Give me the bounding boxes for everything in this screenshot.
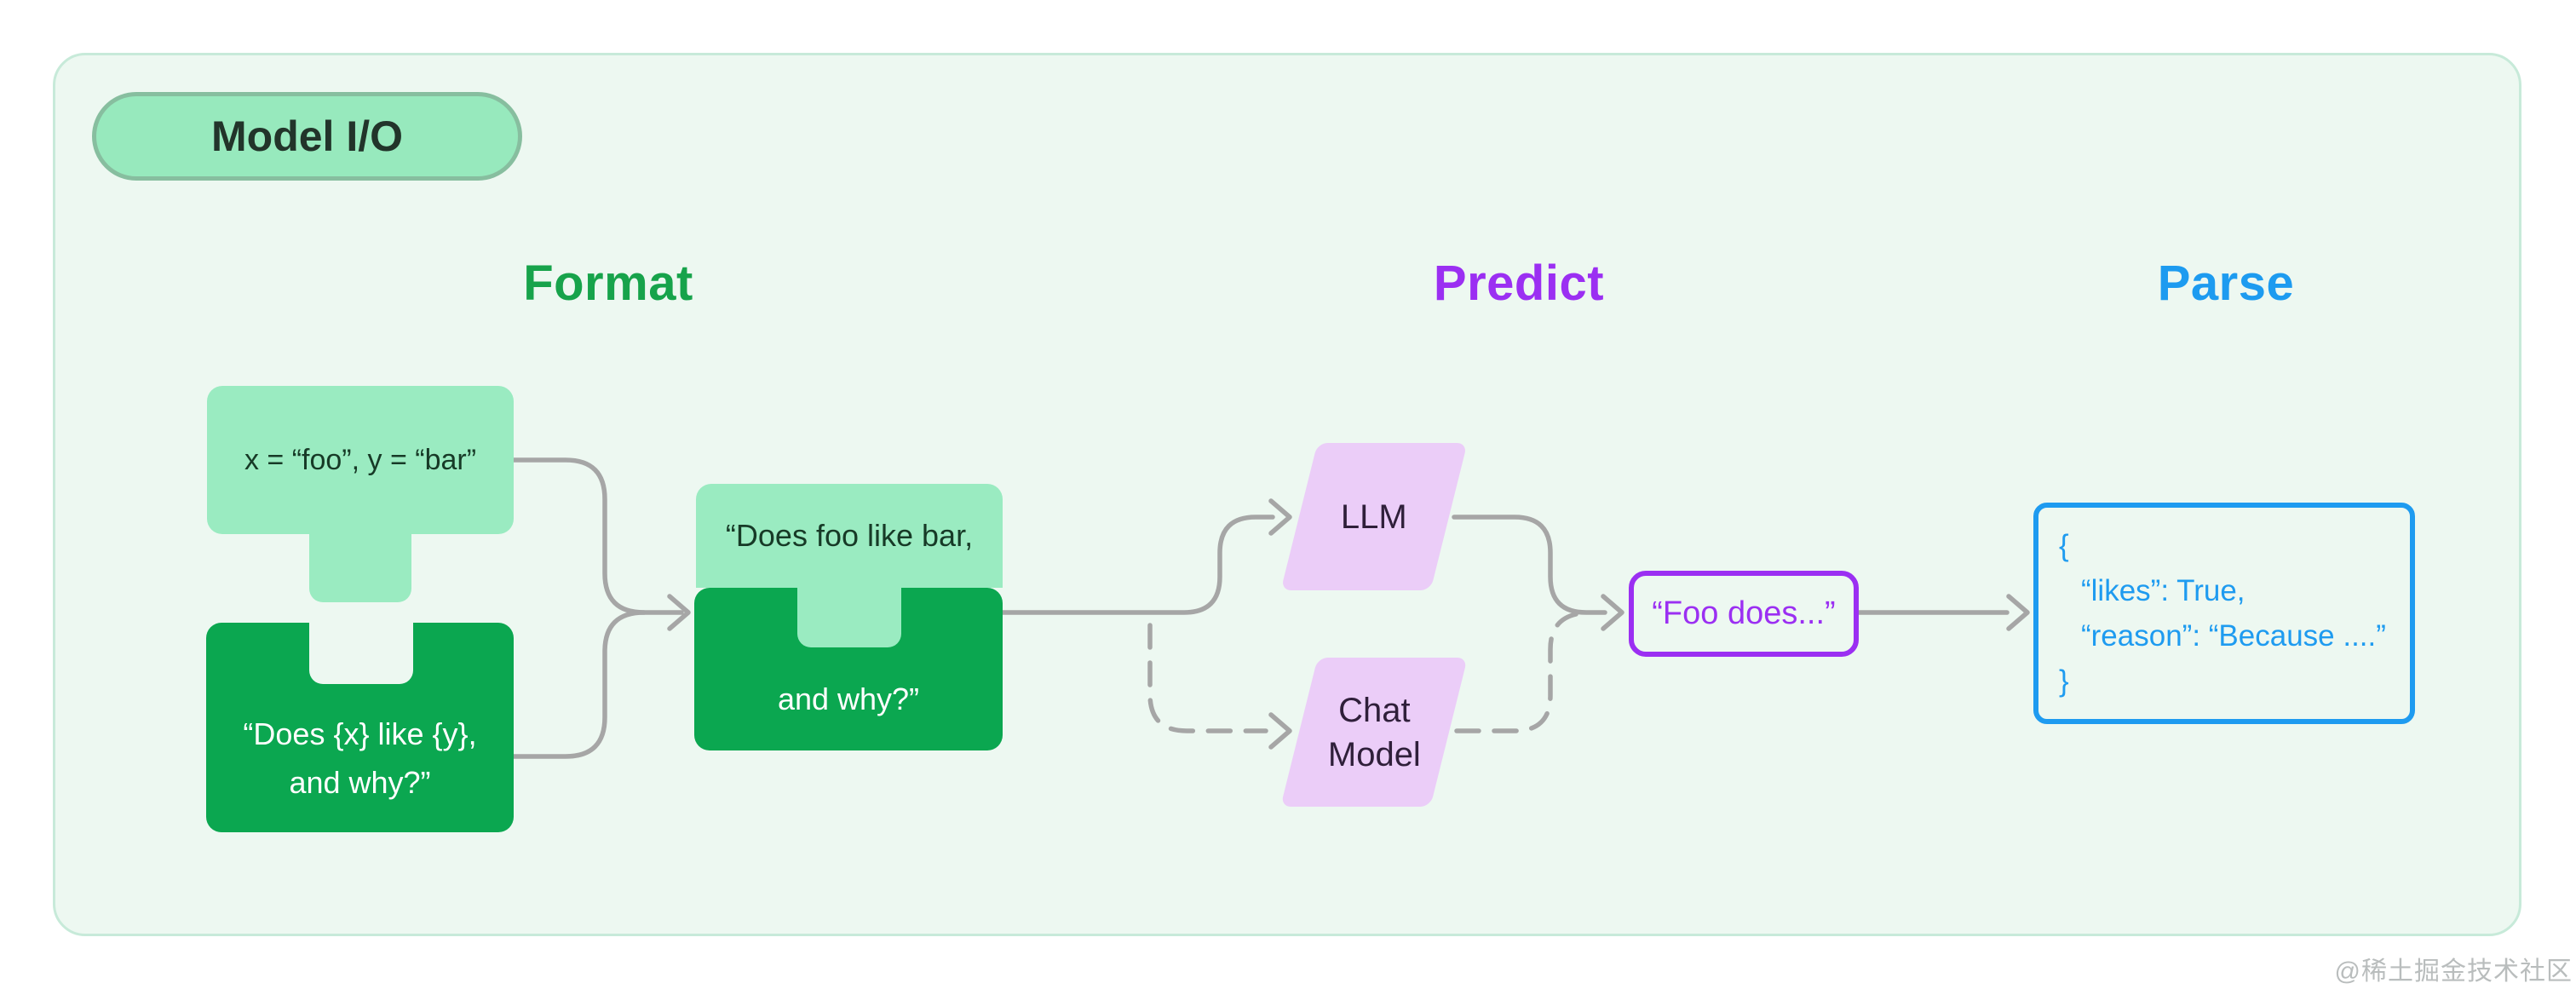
formatted-prompt-line1: “Does foo like bar, — [725, 518, 974, 553]
edge-chat-model-to-model-output-dashed — [1454, 612, 1578, 733]
input-values-tab — [309, 532, 411, 602]
formatted-prompt-line2: and why?” — [777, 681, 920, 716]
parsed-output-line-reason: “reason”: “Because ....” — [2081, 619, 2386, 653]
edge-input-values-to-formatted-prompt — [511, 457, 684, 615]
arrowhead-into-llm — [1268, 498, 1292, 536]
model-output-node: “Foo does...” — [1629, 571, 1859, 657]
arrowhead-into-model-output — [1601, 594, 1624, 631]
parsed-output-line-likes: “likes”: True, — [2081, 574, 2245, 607]
prompt-template-line2: and why?” — [289, 765, 431, 800]
formatted-prompt-bottom: and why?” — [694, 588, 1003, 750]
parsed-output-line-close-brace: } — [2059, 664, 2069, 698]
arrowhead-into-formatted-prompt — [667, 594, 691, 631]
prompt-template-notch — [309, 623, 413, 684]
formatted-prompt-tab — [797, 586, 901, 647]
chat-model-line2: Model — [1327, 735, 1421, 773]
edge-prompt-template-to-formatted-prompt — [511, 610, 647, 759]
parsed-output-line-open-brace: { — [2059, 529, 2069, 562]
chat-model-label: Chat Model — [1328, 688, 1421, 777]
column-header-parse: Parse — [2157, 255, 2295, 311]
model-output-text: “Foo does...” — [1652, 595, 1836, 631]
parsed-output-node: { “likes”: True, “reason”: “Because ....… — [2033, 503, 2415, 724]
formatted-prompt-top: “Does foo like bar, — [696, 484, 1003, 588]
column-header-predict: Predict — [1433, 255, 1605, 311]
arrowhead-into-chat-model — [1268, 712, 1292, 750]
model-io-badge: Model I/O — [92, 92, 522, 181]
edge-llm-to-model-output — [1452, 515, 1607, 615]
input-values-node: x = “foo”, y = “bar” — [207, 386, 514, 534]
arrowhead-into-parsed-output — [2006, 594, 2030, 631]
llm-label: LLM — [1341, 497, 1407, 536]
prompt-template-line1: “Does {x} like {y}, — [243, 716, 477, 751]
edge-formatted-prompt-to-llm — [1000, 515, 1275, 615]
input-values-text: x = “foo”, y = “bar” — [244, 443, 477, 476]
watermark-text: @稀土掘金技术社区 — [2334, 957, 2573, 986]
chat-model-line1: Chat — [1337, 691, 1411, 729]
edge-formatted-prompt-to-chat-model-dashed — [1147, 623, 1268, 733]
model-io-badge-label: Model I/O — [211, 112, 403, 160]
column-header-format: Format — [523, 255, 693, 311]
